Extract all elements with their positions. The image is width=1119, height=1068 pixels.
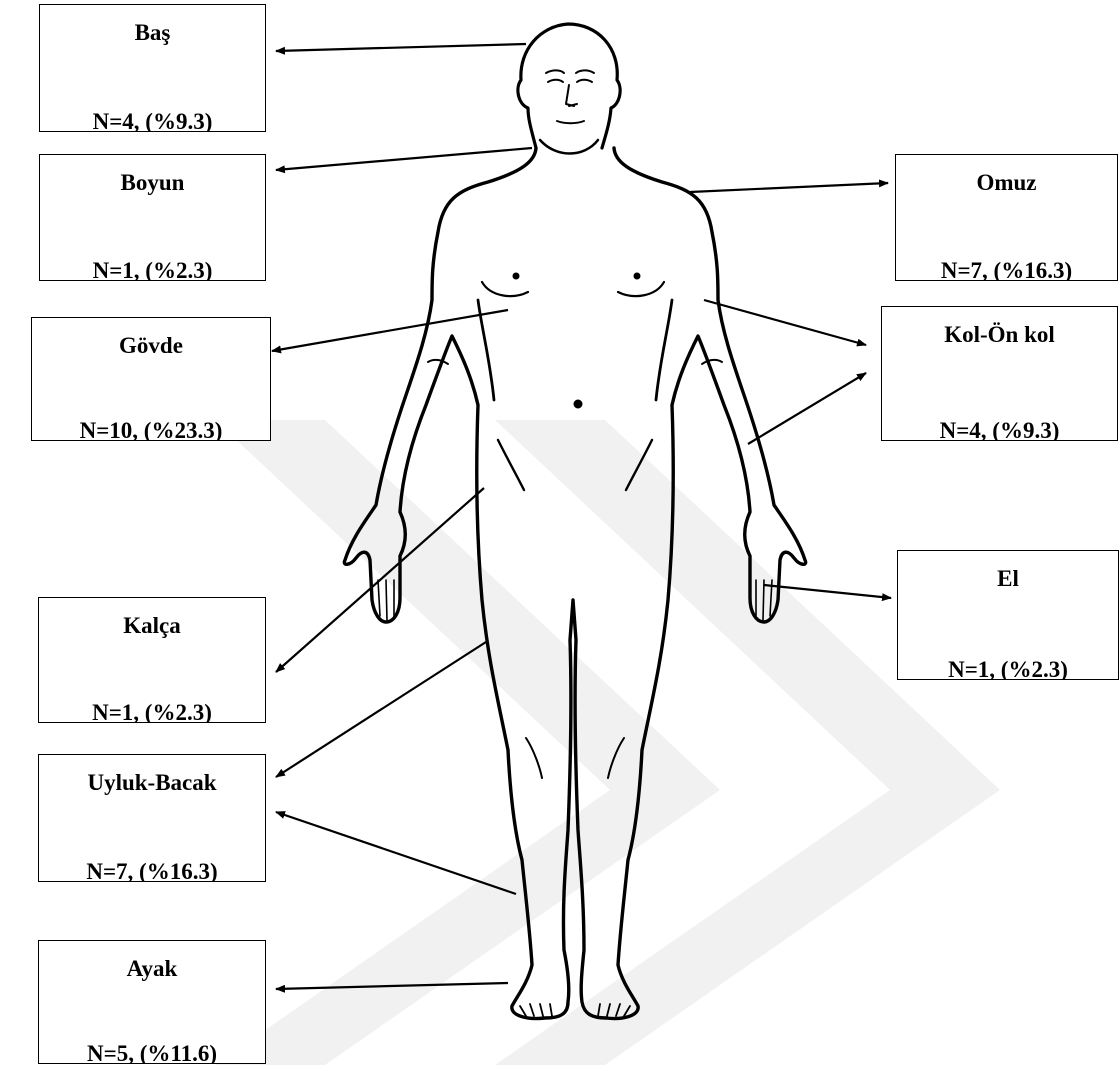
label-count: N=4, (%9.3) (882, 417, 1117, 441)
label-box-boyun: Boyun N=1, (%2.3) (39, 154, 266, 281)
arrow-boyun (276, 148, 532, 170)
arrow-ayak (276, 983, 508, 989)
label-name: Kol-Ön kol (882, 321, 1117, 349)
label-name: Baş (40, 19, 265, 47)
label-count: N=4, (%9.3) (40, 108, 265, 132)
label-count: N=1, (%2.3) (40, 257, 265, 281)
arrow-kol-forearm (748, 373, 866, 444)
arrow-uyluk-leg (276, 812, 516, 894)
arrow-bas (276, 44, 526, 51)
label-name: Omuz (896, 169, 1117, 197)
label-name: El (898, 565, 1118, 593)
label-box-kalca: Kalça N=1, (%2.3) (38, 597, 266, 723)
label-count: N=7, (%16.3) (39, 858, 265, 882)
label-name: Uyluk-Bacak (39, 769, 265, 797)
label-count: N=5, (%11.6) (39, 1040, 265, 1064)
label-name: Boyun (40, 169, 265, 197)
label-box-omuz: Omuz N=7, (%16.3) (895, 154, 1118, 281)
label-count: N=1, (%2.3) (898, 656, 1118, 680)
label-box-ayak: Ayak N=5, (%11.6) (38, 940, 266, 1064)
arrow-omuz (690, 183, 888, 192)
label-count: N=7, (%16.3) (896, 257, 1117, 281)
label-box-uyluk: Uyluk-Bacak N=7, (%16.3) (38, 754, 266, 882)
arrow-kalca (276, 488, 484, 672)
label-count: N=1, (%2.3) (39, 699, 265, 723)
arrow-govde (272, 310, 508, 351)
label-count: N=10, (%23.3) (32, 417, 270, 441)
label-box-bas: Baş N=4, (%9.3) (39, 4, 266, 132)
arrow-kol-upper (704, 300, 866, 345)
arrow-uyluk (276, 642, 486, 777)
label-box-el: El N=1, (%2.3) (897, 550, 1119, 680)
arrow-el (764, 585, 891, 598)
label-name: Gövde (32, 332, 270, 360)
label-name: Kalça (39, 612, 265, 640)
label-box-govde: Gövde N=10, (%23.3) (31, 317, 271, 441)
label-name: Ayak (39, 955, 265, 983)
label-box-kol: Kol-Ön kol N=4, (%9.3) (881, 306, 1118, 441)
